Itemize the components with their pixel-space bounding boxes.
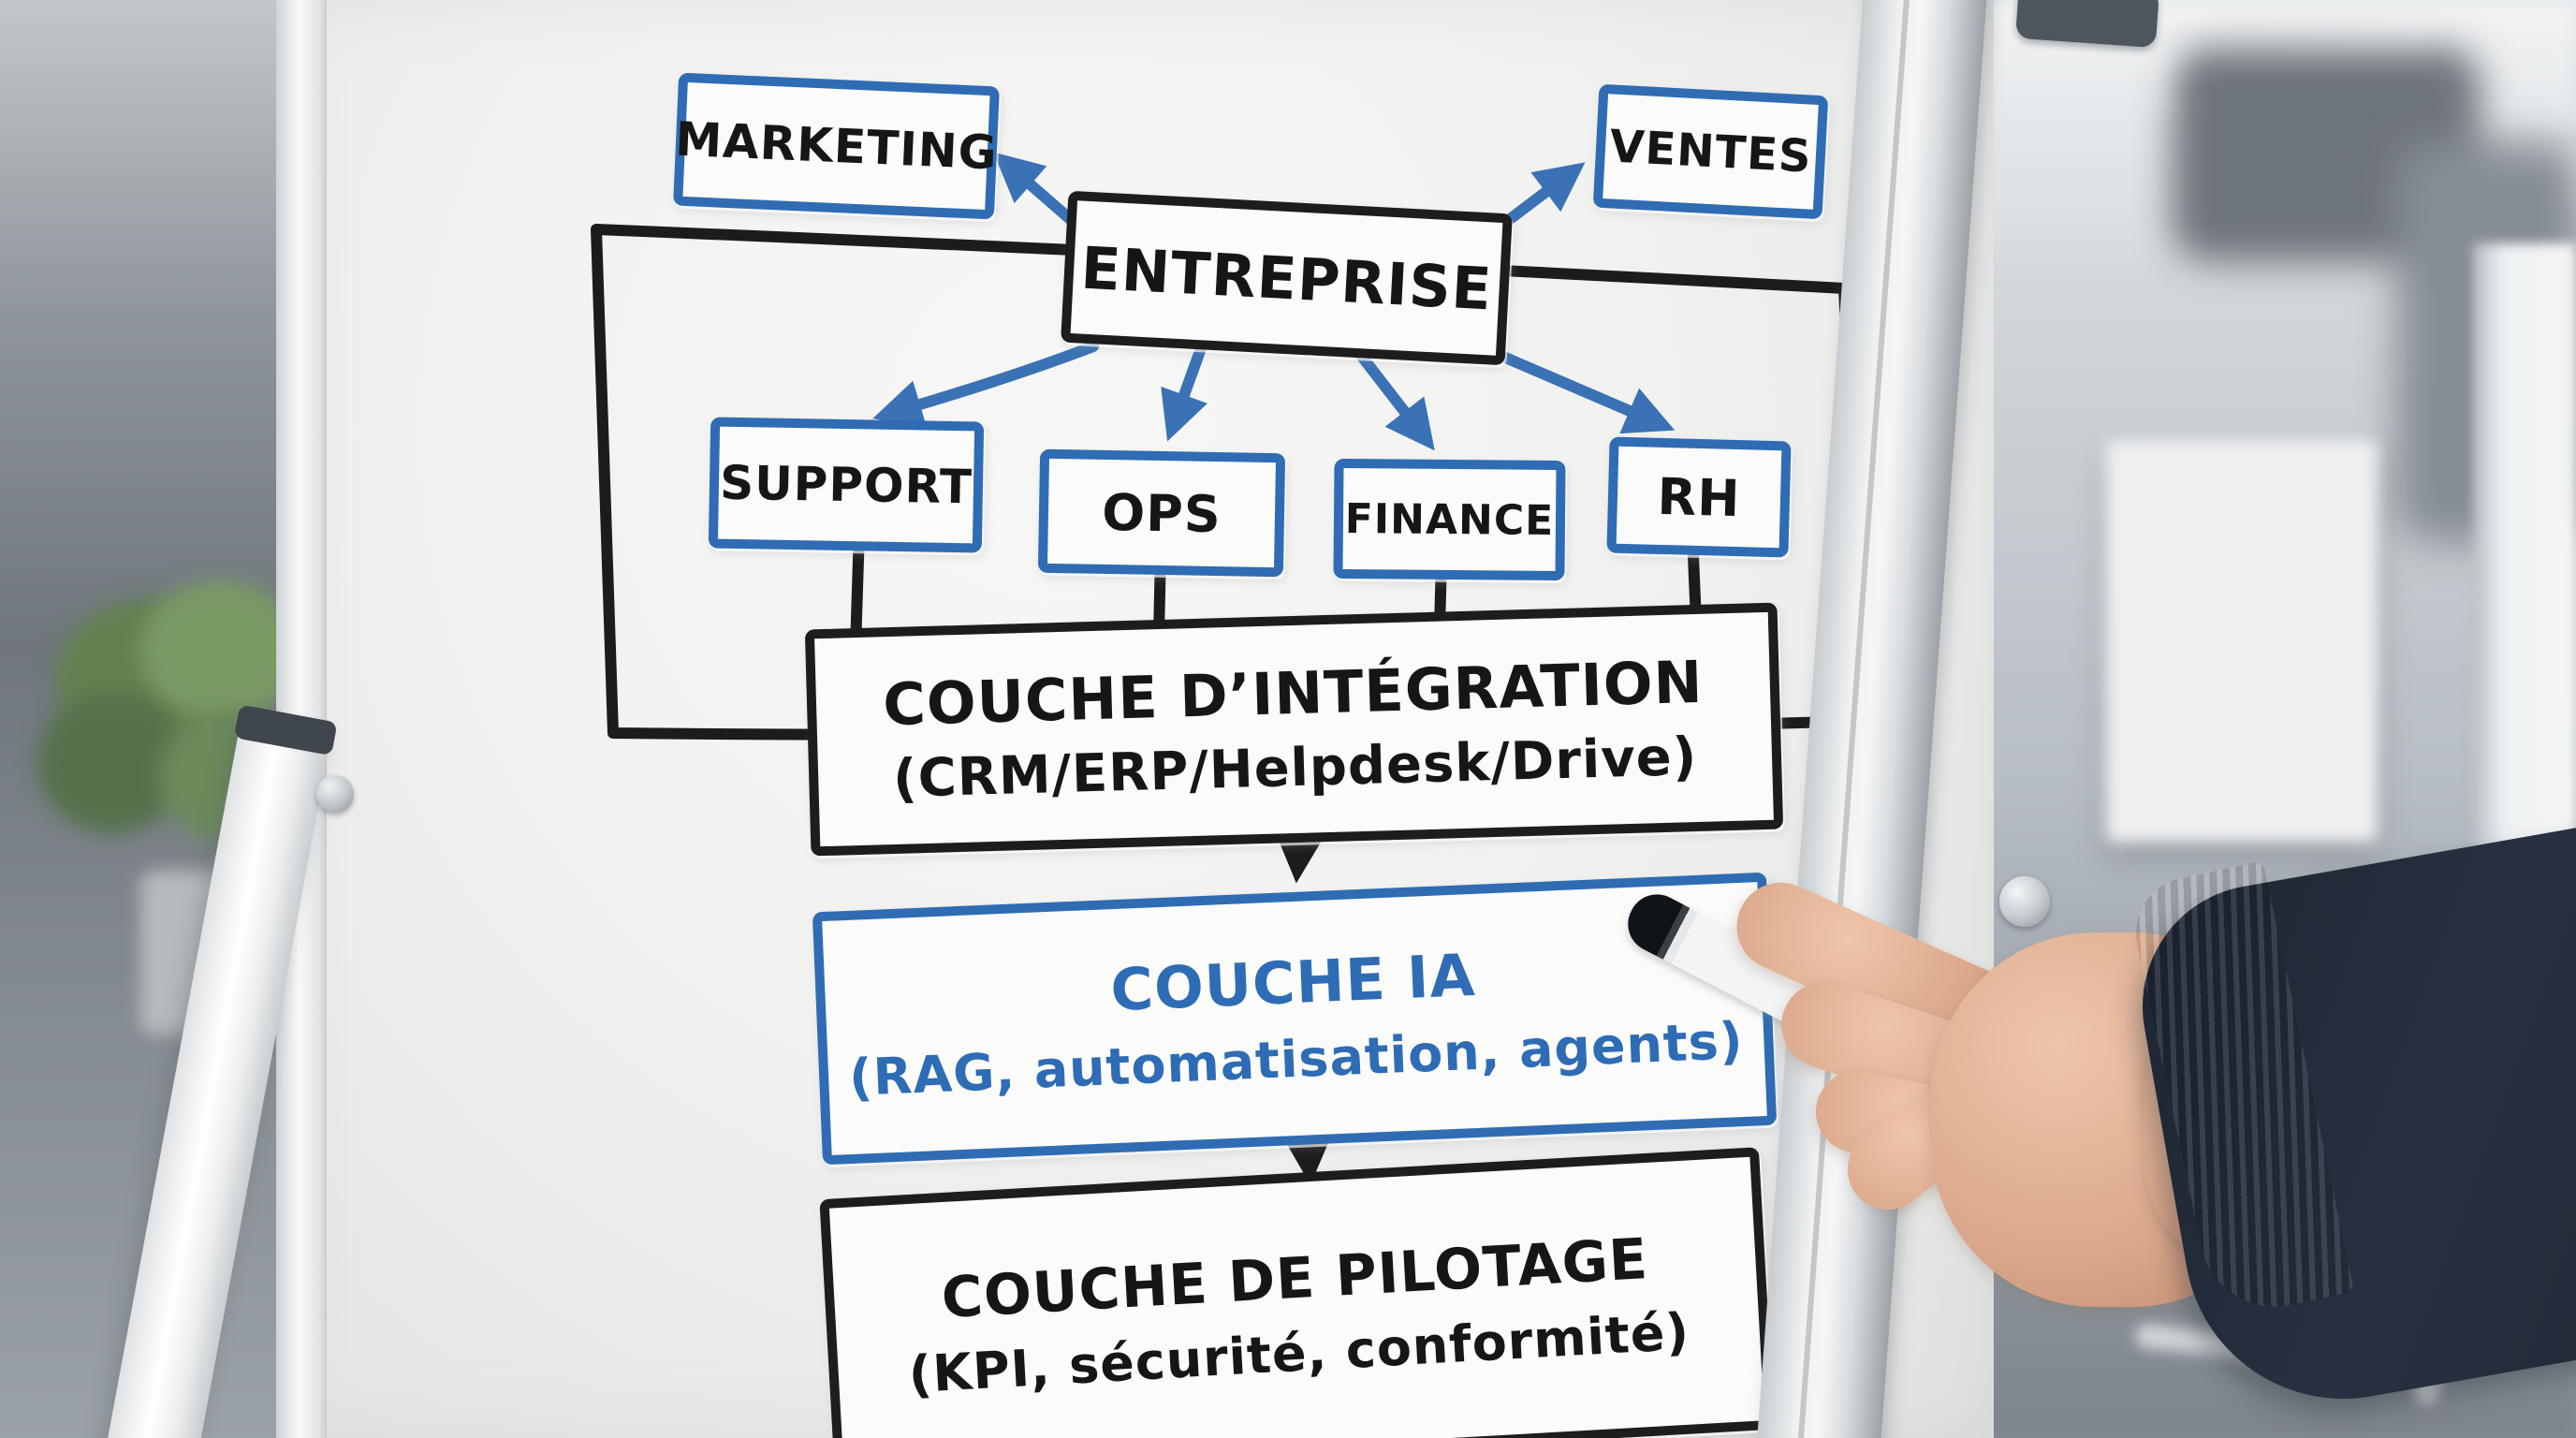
node-support: SUPPORT: [708, 417, 985, 553]
node-marketing-label: MARKETING: [674, 111, 999, 181]
node-rh: RH: [1606, 436, 1792, 558]
node-couche-ia-label: COUCHE IA: [1109, 940, 1477, 1024]
node-couche-integration: COUCHE D’INTÉGRATION (CRM/ERP/Helpdesk/D…: [804, 602, 1784, 857]
arrow-entreprise-marketing: [993, 152, 1082, 230]
arrow-entreprise-ops: [1161, 345, 1208, 442]
node-rh-label: RH: [1656, 466, 1742, 528]
plant: [140, 580, 300, 721]
node-couche-pilotage: COUCHE DE PILOTAGE (KPI, sécurité, confo…: [819, 1147, 1775, 1438]
node-finance-label: FINANCE: [1344, 494, 1555, 545]
node-entreprise: ENTREPRISE: [1061, 190, 1513, 366]
arrow-entreprise-support: [872, 341, 1099, 429]
stand-knob: [1999, 876, 2050, 927]
node-ventes: VENTES: [1592, 83, 1829, 220]
stand-leg-bolt: [316, 775, 354, 813]
node-support-label: SUPPORT: [719, 455, 973, 515]
node-finance: FINANCE: [1333, 458, 1566, 581]
node-ops: OPS: [1037, 448, 1286, 578]
background-flipchart: [2106, 440, 2378, 843]
node-marketing: MARKETING: [673, 72, 1000, 220]
node-ventes-label: VENTES: [1608, 120, 1813, 183]
arrow-entreprise-finance: [1354, 347, 1435, 451]
arrow-entreprise-rh: [1478, 343, 1676, 434]
node-ops-label: OPS: [1101, 482, 1222, 544]
node-entreprise-label: ENTREPRISE: [1078, 233, 1495, 323]
